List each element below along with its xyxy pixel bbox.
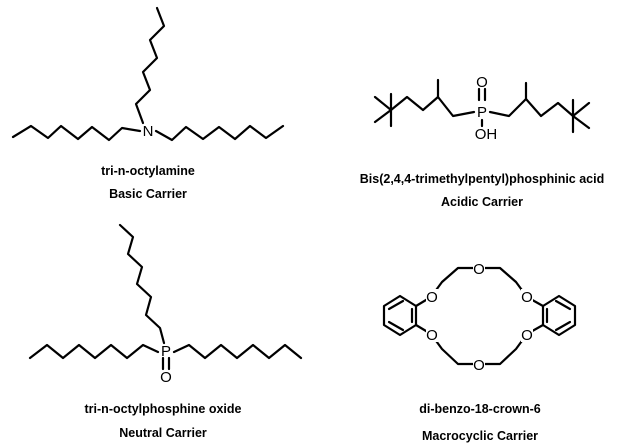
- molecule-name: tri-n-octylphosphine oxide: [85, 402, 242, 416]
- atom-label: P: [161, 343, 171, 360]
- carrier-class: Neutral Carrier: [119, 426, 207, 440]
- atom-label: O: [521, 289, 533, 306]
- atom-label: O: [160, 369, 172, 386]
- atom-label: P: [477, 104, 487, 121]
- oxygen-label-masks: [426, 261, 533, 372]
- molecule-name: tri-n-octylamine: [101, 164, 195, 178]
- carrier-class: Macrocyclic Carrier: [422, 429, 538, 443]
- tri-n-octylamine-bonds: [11, 6, 285, 142]
- atom-label: O: [476, 74, 488, 91]
- molecule-name: Bis(2,4,4-trimethylpentyl)phosphinic aci…: [360, 172, 605, 186]
- atom-label: O: [426, 327, 438, 344]
- molecule-name: di-benzo-18-crown-6: [419, 402, 541, 416]
- carrier-class: Basic Carrier: [109, 187, 187, 201]
- molecule-di-benzo-18-crown-6: O O O O O O di-benzo-18-crown-6 Macrocyc…: [382, 261, 577, 443]
- phosphinic-acid-bonds: [373, 78, 591, 134]
- atom-label: OH: [475, 126, 498, 143]
- atom-label: O: [426, 289, 438, 306]
- atom-label: O: [473, 261, 485, 278]
- molecule-tri-n-octylphosphine-oxide: P O tri-n-octylphosphine oxide Neutral C…: [28, 223, 303, 440]
- atom-label: N: [143, 123, 154, 140]
- carrier-class: Acidic Carrier: [441, 195, 523, 209]
- phosphine-oxide-bonds: [28, 223, 303, 371]
- atom-label: O: [521, 327, 533, 344]
- molecule-bis-trimethylpentyl-phosphinic-acid: O P OH Bis(2,4,4-trimethylpentyl)phosphi…: [360, 74, 605, 209]
- molecule-tri-n-octylamine: N tri-n-octylamine Basic Carrier: [11, 6, 285, 201]
- crown-ether-bonds: [382, 266, 577, 366]
- atom-label: O: [473, 357, 485, 374]
